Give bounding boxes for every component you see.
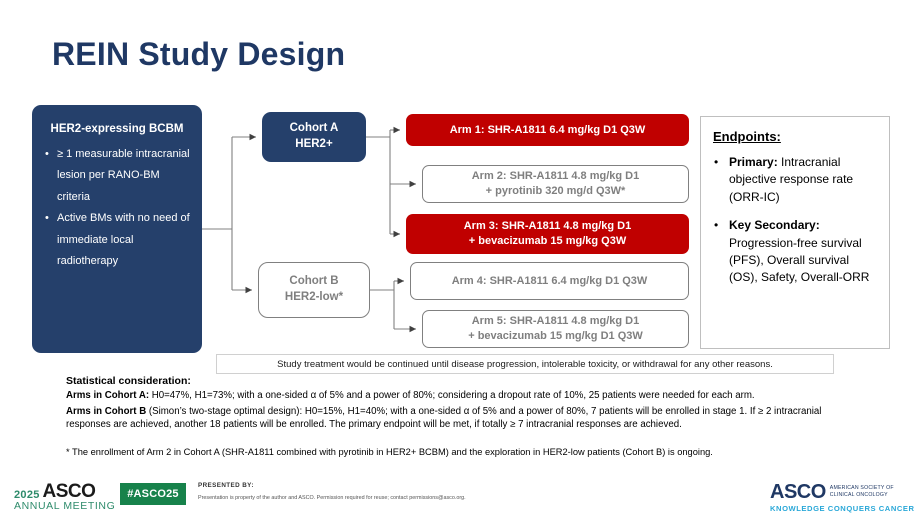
endpoint-secondary-text: Progression-free survival (PFS), Overall…	[729, 235, 870, 285]
statistics-cohort-b-label: Arms in Cohort B	[66, 405, 147, 417]
population-title: HER2-expressing BCBM	[50, 123, 184, 135]
slide-footnote: * The enrollment of Arm 2 in Cohort A (S…	[66, 447, 713, 457]
arm-1-box[interactable]: Arm 1: SHR-A1811 6.4 mg/kg D1 Q3W	[406, 114, 689, 146]
asco-logo-wordmark: ASCO	[770, 481, 826, 503]
arm-2-line1: Arm 2: SHR-A1811 4.8 mg/kg D1	[471, 170, 640, 183]
permission-text: Presentation is property of the author a…	[198, 495, 466, 501]
arm-3-line1: Arm 3: SHR-A1811 4.8 mg/kg D1	[463, 220, 632, 233]
arm-2-box[interactable]: Arm 2: SHR-A1811 4.8 mg/kg D1 + pyrotini…	[422, 165, 689, 203]
arm-5-line2: + bevacizumab 15 mg/kg D1 Q3W	[468, 330, 643, 342]
endpoint-primary-label: Primary:	[729, 155, 778, 169]
presented-by-label: PRESENTED BY:	[198, 482, 254, 489]
treatment-note-text: Study treatment would be continued until…	[277, 358, 773, 370]
asco-meeting-label: ANNUAL MEETING	[14, 500, 116, 512]
cohort-b-box[interactable]: Cohort B HER2-low*	[258, 262, 370, 318]
arm-5-line1: Arm 5: SHR-A1811 4.8 mg/kg D1	[471, 315, 640, 328]
statistics-cohort-a-text: H0=47%, H1=73%; with a one-sided α of 5%…	[149, 390, 755, 401]
statistics-cohort-b-line: Arms in Cohort B (Simon’s two-stage opti…	[66, 406, 856, 432]
page-title: REIN Study Design	[52, 36, 346, 72]
cohort-b-subtype: HER2-low*	[284, 291, 344, 303]
statistics-cohort-b-text: (Simon’s two-stage optimal design): H0=1…	[66, 405, 822, 430]
endpoint-primary-text: Intracranial objective response rate (OR…	[729, 155, 854, 204]
list-item: Key Secondary: Progression-free survival…	[713, 217, 879, 287]
endpoints-list: Primary: Intracranial objective response…	[713, 154, 879, 287]
treatment-note-box: Study treatment would be continued until…	[216, 354, 834, 374]
asco-logo-sub-line1: AMERICAN SOCIETY OF	[829, 485, 894, 491]
endpoints-panel: Endpoints: Primary: Intracranial objecti…	[700, 116, 890, 349]
statistics-cohort-a-line: Arms in Cohort A: H0=47%, H1=73%; with a…	[66, 390, 856, 403]
population-criteria-list: ≥ 1 measurable intracranial lesion per R…	[44, 144, 190, 273]
asco-wordmark: ASCO	[42, 481, 96, 502]
cohort-a-subtype: HER2+	[295, 138, 333, 150]
asco-annual-meeting-logo: 2025 ASCO ANNUAL MEETING	[14, 482, 115, 512]
arm-3-box[interactable]: Arm 3: SHR-A1811 4.8 mg/kg D1 + bevacizu…	[406, 214, 689, 254]
list-item: ≥ 1 measurable intracranial lesion per R…	[44, 144, 190, 208]
list-item: Primary: Intracranial objective response…	[713, 154, 879, 206]
arm-1-line1: Arm 1: SHR-A1811 6.4 mg/kg D1 Q3W	[449, 123, 646, 136]
cohort-a-box[interactable]: Cohort A HER2+	[262, 112, 366, 162]
asco-year: 2025	[14, 489, 40, 501]
presented-by-block: PRESENTED BY: Presentation is property o…	[198, 482, 466, 501]
slide-footer: 2025 ASCO ANNUAL MEETING #ASCO25 PRESENT…	[0, 476, 915, 520]
cohort-a-name: Cohort A	[289, 122, 339, 135]
cohort-b-name: Cohort B	[289, 275, 339, 288]
asco-society-logo: ASCO AMERICAN SOCIETY OF CLINICAL ONCOLO…	[770, 482, 915, 513]
arm-2-line2: + pyrotinib 320 mg/d Q3W*	[485, 185, 626, 197]
statistical-consideration-block: Statistical consideration: Arms in Cohor…	[66, 375, 856, 435]
population-panel: HER2-expressing BCBM ≥ 1 measurable intr…	[32, 105, 202, 353]
list-item: Active BMs with no need of immediate loc…	[44, 208, 190, 272]
endpoint-secondary-label: Key Secondary:	[729, 218, 820, 233]
endpoints-heading: Endpoints:	[713, 129, 781, 144]
statistics-cohort-a-label: Arms in Cohort A:	[66, 390, 150, 401]
asco-logo-tagline: KNOWLEDGE CONQUERS CANCER	[770, 504, 915, 513]
arm-5-box[interactable]: Arm 5: SHR-A1811 4.8 mg/kg D1 + bevacizu…	[422, 310, 689, 348]
arm-4-line1: Arm 4: SHR-A1811 6.4 mg/kg D1 Q3W	[451, 274, 648, 287]
arm-3-line2: + bevacizumab 15 mg/kg Q3W	[468, 235, 627, 247]
statistics-heading: Statistical consideration:	[66, 375, 191, 387]
arm-4-box[interactable]: Arm 4: SHR-A1811 6.4 mg/kg D1 Q3W	[410, 262, 689, 300]
hashtag-badge: #ASCO25	[120, 483, 186, 505]
asco-logo-sub-line2: CLINICAL ONCOLOGY	[829, 492, 888, 499]
